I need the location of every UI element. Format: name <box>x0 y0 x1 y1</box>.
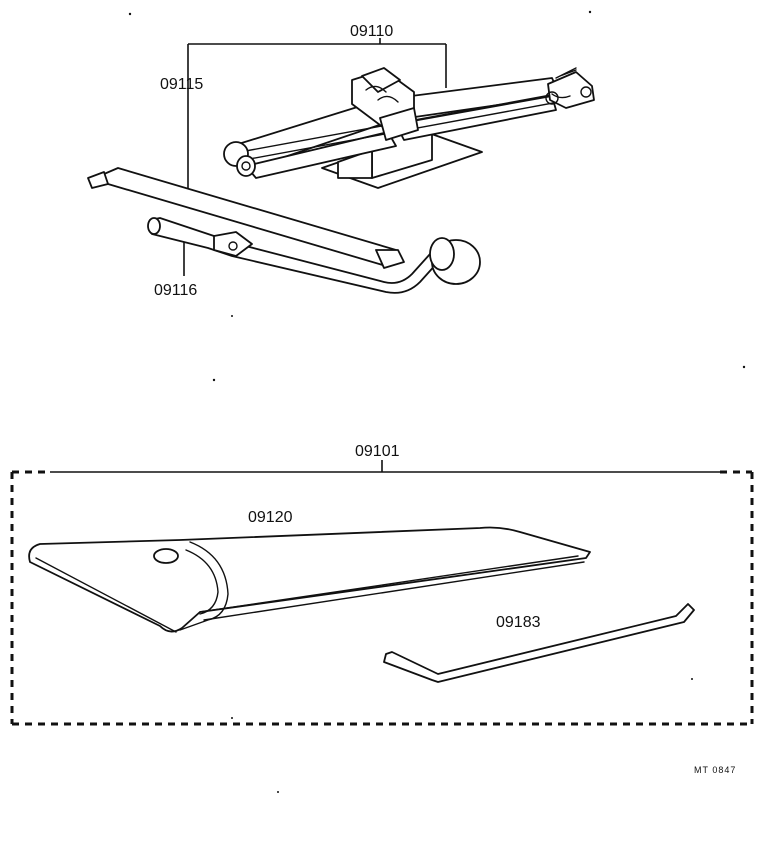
callout-label-wheel-wrench: 09116 <box>154 282 197 299</box>
figure-code: MT 0847 <box>694 765 736 775</box>
callout-label-tool-bag: 09120 <box>248 509 293 526</box>
tool-kit-boundary <box>10 470 754 726</box>
scissor-jack <box>223 67 595 189</box>
callout-label-tool-kit: 09101 <box>355 443 400 460</box>
callout-09110-bracket <box>187 38 447 192</box>
callout-label-tire-lever: 09183 <box>496 614 541 631</box>
scan-specks <box>128 10 746 793</box>
callout-label-jack-assembly: 09110 <box>350 23 393 40</box>
jack-handle <box>87 167 405 269</box>
wheel-wrench <box>147 217 481 294</box>
tool-bag <box>28 526 591 633</box>
tire-lever <box>383 603 695 683</box>
callout-label-jack-handle: 09115 <box>160 76 203 93</box>
